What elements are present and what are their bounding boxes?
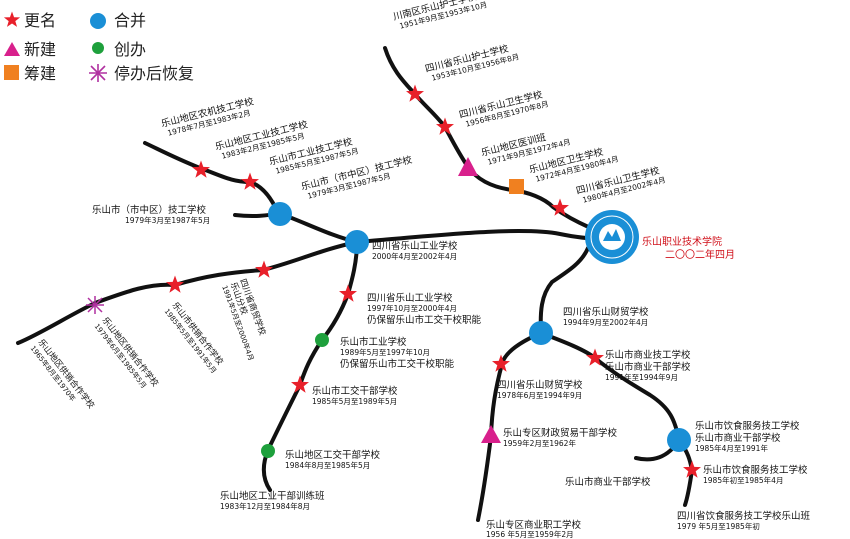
school-name: 四川省乐山财贸学校 — [497, 379, 583, 391]
legend-found-label: 创办 — [114, 40, 146, 59]
school-date: 2000年4月至2002年4月 — [372, 251, 457, 261]
legend-square-icon — [4, 65, 19, 80]
school-name: 乐山专区商业职工学校 — [486, 519, 582, 531]
school-name: 乐山市饮食服务技工学校 — [703, 464, 808, 476]
school-name: 四川省乐山工业学校 — [372, 240, 458, 252]
school-date: 1983年12月至1984年8月 — [220, 501, 310, 511]
school-name: 乐山地区供销合作学校 — [36, 337, 97, 411]
road-industry — [143, 141, 280, 215]
school-date: 1979年3月至1987年5月 — [125, 215, 210, 225]
school-extra: 乐山市商业干部学校 — [605, 361, 691, 373]
prepare-square-icon — [509, 179, 524, 194]
found-dot-icon — [315, 333, 329, 347]
school-date: 1985年初至1985年4月 — [703, 475, 783, 485]
school-name: 乐山地区供销合作学校 — [100, 315, 161, 389]
merge-circle-icon — [529, 321, 553, 345]
new-triangle-icon — [481, 425, 501, 443]
school-name: 乐山市（市中区）技工学校 — [92, 204, 207, 216]
markers — [86, 84, 701, 478]
school-date: 1956 年5月至1959年2月 — [486, 529, 574, 539]
school-date: 1978年6月至1994年9月 — [497, 390, 582, 400]
school-date: 1989年5月至1997年10月 — [340, 347, 430, 357]
legend-star-icon — [3, 11, 21, 27]
school-date: 1991年至1994年9月 — [605, 372, 678, 382]
school-date: 1985年5月至1989年5月 — [312, 396, 397, 406]
college-date: 二〇〇二年四月 — [665, 248, 735, 261]
school-name: 乐山专区财政贸易干部学校 — [503, 427, 618, 439]
legend-rename-label: 更名 — [24, 11, 56, 30]
legend: 更名 新建 筹建 合并 创办 停办后恢复 — [3, 11, 194, 83]
legend-merge-icon — [90, 13, 106, 29]
school-name: 乐山地区工交干部学校 — [285, 449, 381, 461]
school-name: 四川省乐山工业学校 — [367, 292, 453, 304]
rename-star-icon — [166, 275, 184, 293]
legend-found-icon — [92, 42, 104, 54]
school-date: 1994年9月至2002年4月 — [563, 317, 648, 327]
legend-new-label: 新建 — [24, 40, 56, 59]
school-name: 乐山地区工业干部训练班 — [220, 490, 325, 502]
rename-star-icon — [291, 375, 309, 393]
school-name: 乐山市工业学校 — [340, 336, 407, 348]
school-name: 乐山市商业干部学校 — [565, 476, 651, 488]
legend-restore-label: 停办后恢复 — [114, 64, 194, 83]
road-catering — [634, 438, 694, 507]
legend-prepare-label: 筹建 — [24, 64, 56, 83]
school-date: 1985年4月至1991年 — [695, 443, 768, 453]
school-date: 1984年8月至1985年5月 — [285, 460, 370, 470]
rename-star-icon — [255, 260, 273, 278]
school-extra: 仍保留乐山市工交干校职能 — [340, 358, 455, 370]
road-industry-2 — [233, 211, 359, 244]
school-date: 1959年2月至1962年 — [503, 438, 576, 448]
road-medical — [383, 46, 612, 238]
school-name: 四川省乐山财贸学校 — [563, 306, 649, 318]
legend-restore-icon — [89, 64, 107, 82]
school-extra: 乐山市商业干部学校 — [695, 432, 781, 444]
road-finance-right — [539, 331, 681, 442]
road-finance — [538, 246, 590, 335]
school-name: 乐山市饮食服务技工学校 — [695, 420, 800, 432]
school-name: 乐山市商业技工学校 — [605, 349, 691, 361]
college-name: 乐山职业技术学院 — [642, 235, 722, 248]
school-date: 1997年10月至2000年4月 — [367, 303, 457, 313]
found-dot-icon — [261, 444, 275, 458]
merge-circle-icon — [268, 202, 292, 226]
school-name: 四川省饮食服务技工学校乐山班 — [677, 510, 811, 522]
rotated-labels: 四川省商贸学校 乐山分校 1991年5月至2000年4月 乐山市供销合作学校 1… — [29, 277, 268, 411]
school-date: 1979 年5月至1985年初 — [677, 521, 760, 531]
rename-star-icon — [192, 160, 210, 178]
restore-mark-icon — [86, 296, 104, 314]
legend-merge-label: 合并 — [114, 11, 146, 30]
legend-triangle-icon — [4, 42, 20, 56]
school-name: 乐山市供销合作学校 — [170, 300, 226, 367]
school-extra: 仍保留乐山市工交干校职能 — [367, 314, 482, 326]
school-name: 乐山市工交干部学校 — [312, 385, 398, 397]
merge-circle-icon — [345, 230, 369, 254]
merge-circle-icon — [667, 428, 691, 452]
new-triangle-icon — [458, 157, 478, 176]
road-finance-left — [476, 331, 543, 522]
college-emblem — [585, 210, 639, 264]
